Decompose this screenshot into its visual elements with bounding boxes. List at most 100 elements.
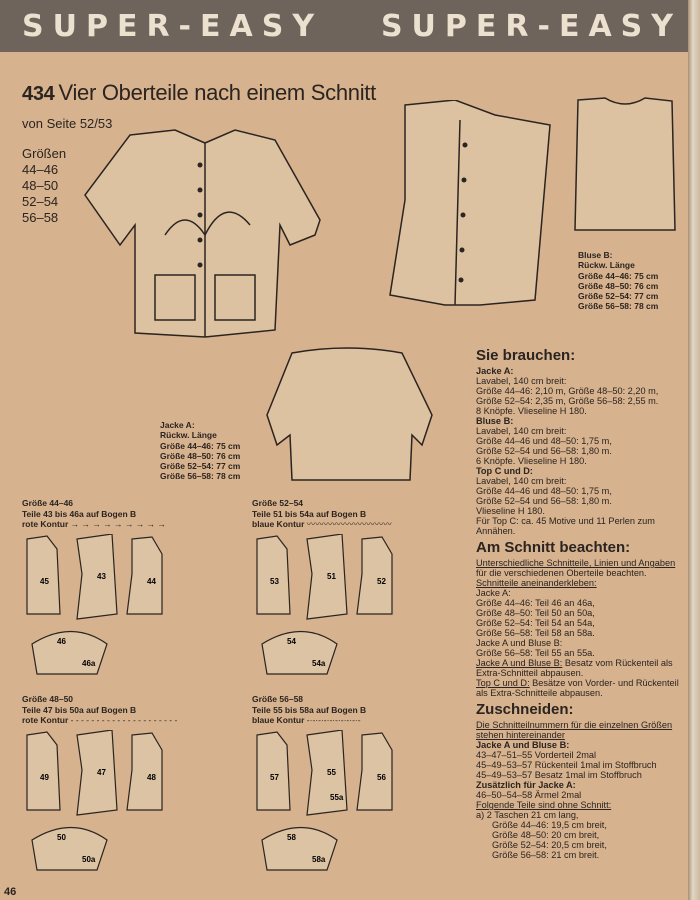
note-line: Jacke A und Bluse B: bbox=[476, 638, 563, 648]
cut-note: Folgende Teile sind ohne Schnitt: bbox=[476, 800, 612, 810]
title-text: Vier Oberteile nach einem Schnitt bbox=[58, 80, 376, 105]
material-line: Größe 44–46 und 48–50: 1,75 m, bbox=[476, 436, 612, 446]
pattern-piece bbox=[76, 534, 118, 620]
piece-number: 50 bbox=[57, 833, 66, 842]
cut-line: 46–50–54–58 Ärmel 2mal bbox=[476, 790, 582, 800]
piece-number: 51 bbox=[327, 572, 336, 581]
material-line: Größe 44–46 und 48–50: 1,75 m, bbox=[476, 486, 612, 496]
pattern-piece bbox=[126, 732, 163, 811]
piece-number: 45 bbox=[40, 577, 49, 586]
section-heading: Zuschneiden: bbox=[476, 701, 574, 718]
cut-line: Größe 56–58: 21 cm breit. bbox=[492, 850, 600, 860]
note-line: Größe 56–58: Teil 55 an 55a. bbox=[476, 648, 595, 658]
note-line: Größe 56–58: Teil 58 an 58a. bbox=[476, 628, 595, 638]
sizes-label: Größen bbox=[22, 146, 67, 161]
spec-line: Größe 48–50: 76 cm bbox=[578, 280, 659, 291]
material-heading: Top C und D: bbox=[476, 466, 533, 476]
pattern-piece bbox=[356, 732, 393, 811]
bluse-b-illustration bbox=[389, 100, 551, 306]
pattern-piece bbox=[261, 826, 338, 871]
spec-line: Größe 44–46: 75 cm bbox=[578, 270, 659, 281]
piece-number: 43 bbox=[97, 572, 106, 581]
material-heading: Bluse B: bbox=[476, 416, 514, 426]
pattern-size: Größe 48–50 bbox=[22, 694, 74, 704]
page-edge bbox=[688, 0, 700, 900]
header-right: SUPER-EASY bbox=[380, 8, 682, 44]
piece-number: 58a bbox=[312, 855, 326, 864]
spec-line: Jacke A: bbox=[160, 420, 195, 430]
cut-line: Größe 52–54: 20,5 cm breit, bbox=[492, 840, 607, 850]
pattern-parts: Teile 51 bis 54a auf Bogen B bbox=[252, 508, 367, 519]
piece-number: 46a bbox=[82, 659, 96, 668]
cut-line: 45–49–53–57 Rückenteil 1mal im Stoffbruc… bbox=[476, 760, 657, 770]
pattern-contour: rote Kontur bbox=[22, 715, 69, 725]
spec-line: Größe 52–54: 77 cm bbox=[578, 291, 659, 302]
pattern-piece bbox=[256, 731, 291, 811]
material-line: Größe 52–54 und 56–58: 1,80 m. bbox=[476, 496, 612, 506]
right-column: Sie brauchen: Jacke A:Lavabel, 140 cm br… bbox=[476, 344, 686, 860]
cut-line: Größe 44–46: 19,5 cm breit, bbox=[492, 820, 607, 830]
notes-section: Am Schnitt beachten: Unterschiedliche Sc… bbox=[476, 539, 686, 698]
note-subheading: Schnitteile aneinanderkleben: bbox=[476, 578, 597, 588]
piece-number: 54a bbox=[312, 659, 326, 668]
spec-line: Bluse B: bbox=[578, 250, 613, 260]
spec-line: Größe 56–58: 78 cm bbox=[160, 471, 241, 482]
pattern-size: Größe 56–58 bbox=[252, 694, 304, 704]
subtitle: von Seite 52/53 bbox=[22, 116, 113, 131]
top-c-illustration bbox=[266, 347, 433, 481]
note-text: Jacke A und Bluse B: Besatz vom Rückente… bbox=[476, 658, 673, 678]
pattern-contour: blaue Kontur bbox=[252, 519, 305, 529]
pattern-piece bbox=[31, 630, 108, 675]
pattern-piece bbox=[26, 731, 61, 811]
material-line: Lavabel, 140 cm breit: bbox=[476, 376, 567, 386]
piece-number: 52 bbox=[377, 577, 386, 586]
pattern-size: Größe 52–54 bbox=[252, 498, 304, 508]
cut-line: Größe 48–50: 20 cm breit, bbox=[492, 830, 600, 840]
cut-heading: Jacke A und Bluse B: bbox=[476, 740, 570, 750]
note-line: Größe 52–54: Teil 54 an 54a, bbox=[476, 618, 595, 628]
spec-line: Größe 56–58: 78 cm bbox=[578, 301, 659, 312]
spec-line: Rückw. Länge bbox=[160, 430, 217, 441]
note-line: Größe 44–46: Teil 46 an 46a, bbox=[476, 598, 595, 608]
cut-line: 45–49–53–57 Besatz 1mal im Stoffbruch bbox=[476, 770, 642, 780]
contour-line: -·-·-·-·-·-·-·-·-·- bbox=[306, 715, 361, 725]
size-item: 56–58 bbox=[22, 210, 59, 225]
material-line: Lavabel, 140 cm breit: bbox=[476, 426, 567, 436]
material-line: Größe 52–54: 2,35 m, Größe 56–58: 2,55 m… bbox=[476, 396, 659, 406]
material-heading: Jacke A: bbox=[476, 366, 514, 376]
material-line: Größe 52–54 und 56–58: 1,80 m. bbox=[476, 446, 612, 456]
cutting-section: Zuschneiden: Die Schnitteilnummern für d… bbox=[476, 701, 686, 860]
pattern-piece bbox=[76, 730, 118, 816]
material-line: 6 Knöpfe. Vlieseline H 180. bbox=[476, 456, 587, 466]
piece-number: 44 bbox=[147, 577, 156, 586]
piece-number: 53 bbox=[270, 577, 279, 586]
pattern-piece bbox=[356, 536, 393, 615]
pattern-piece bbox=[256, 535, 291, 615]
cut-note: Die Schnitteilnummern für die einzelnen … bbox=[476, 720, 673, 740]
pattern-piece bbox=[306, 730, 348, 816]
size-item: 48–50 bbox=[22, 178, 59, 193]
cut-line: 43–47–51–55 Vorderteil 2mal bbox=[476, 750, 597, 760]
size-list: Größen 44–46 48–50 52–54 56–58 bbox=[22, 146, 66, 226]
material-line: Vlieseline H 180. bbox=[476, 506, 545, 516]
materials-section: Sie brauchen: Jacke A:Lavabel, 140 cm br… bbox=[476, 347, 686, 536]
pattern-parts: Teile 47 bis 50a auf Bogen B bbox=[22, 704, 137, 715]
note-line: Jacke A: bbox=[476, 588, 511, 598]
pattern-piece bbox=[26, 535, 61, 615]
pattern-parts: Teile 55 bis 58a auf Bogen B bbox=[252, 704, 367, 715]
header-banner: SUPER-EASY SUPER-EASY bbox=[0, 0, 700, 52]
material-line: Lavabel, 140 cm breit: bbox=[476, 476, 567, 486]
pattern-piece bbox=[261, 630, 338, 675]
piece-number: 57 bbox=[270, 773, 279, 782]
section-heading: Am Schnitt beachten: bbox=[476, 539, 631, 556]
pattern-contour: blaue Kontur bbox=[252, 715, 305, 725]
note-line: Größe 48–50: Teil 50 an 50a, bbox=[476, 608, 595, 618]
piece-number: 55a bbox=[330, 793, 344, 802]
pattern-parts: Teile 43 bis 46a auf Bogen B bbox=[22, 508, 137, 519]
